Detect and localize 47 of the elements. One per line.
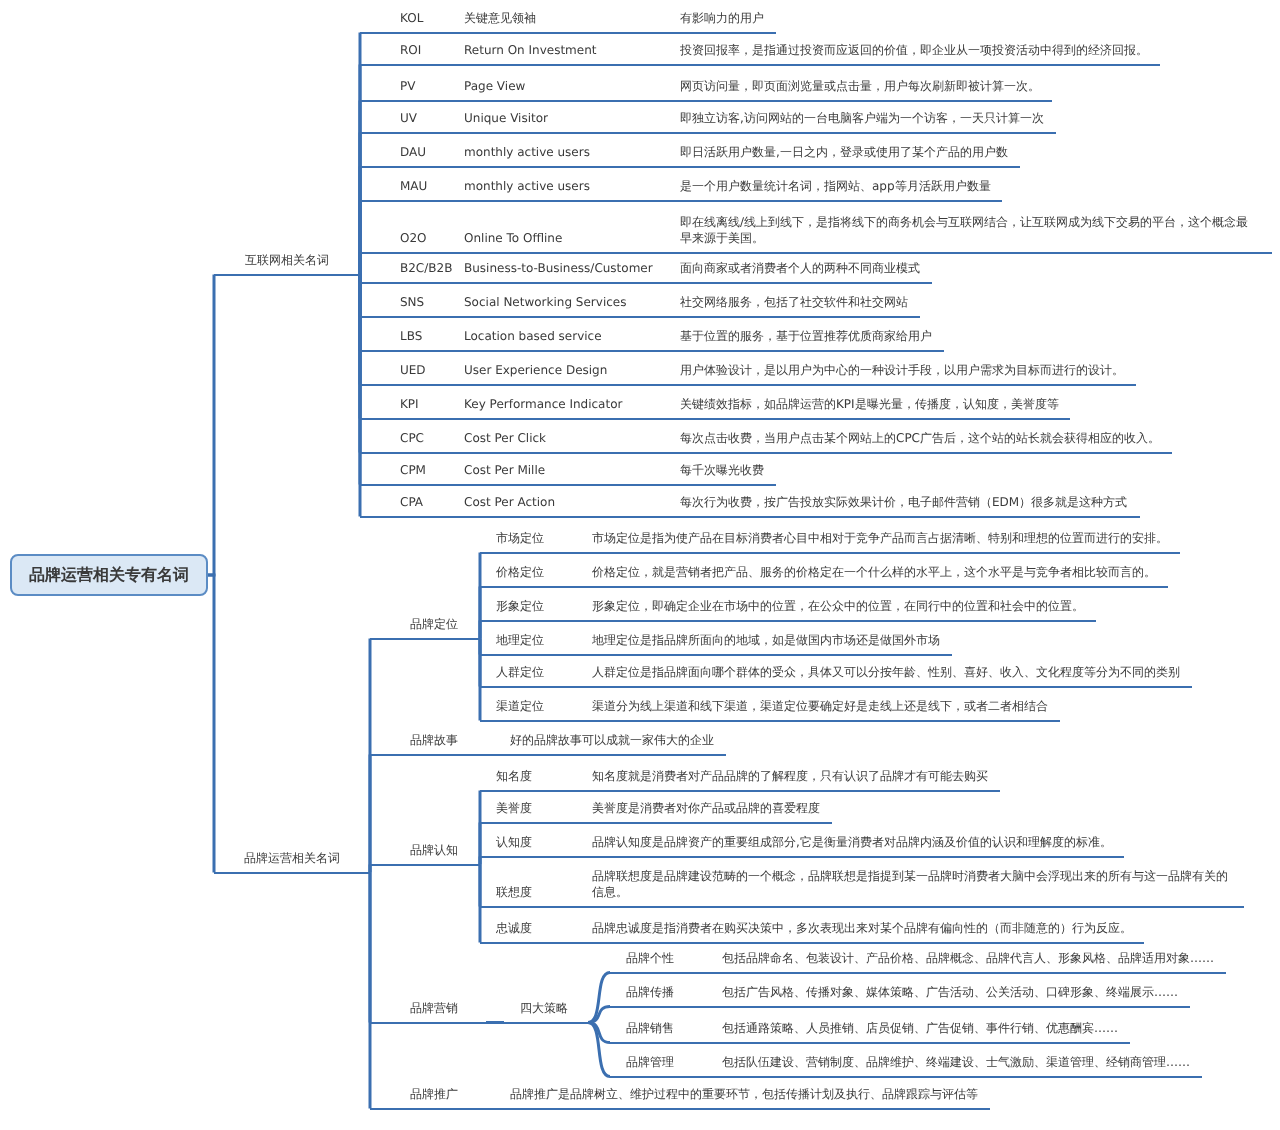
term-row — [360, 296, 920, 318]
connector-line — [208, 274, 216, 577]
term-row — [480, 566, 1168, 588]
term-row — [360, 146, 1020, 168]
connector-line — [368, 864, 372, 874]
term-row — [480, 922, 1144, 944]
connector-line — [478, 856, 482, 866]
term-row — [480, 770, 1000, 792]
term-row — [360, 80, 1052, 102]
term-row — [610, 986, 1190, 1008]
connector-line — [587, 1005, 611, 1024]
connector-line — [587, 1021, 611, 1078]
term-row — [480, 700, 1060, 722]
term-row — [480, 836, 1124, 858]
connector-line — [368, 871, 372, 1109]
connector-line — [208, 573, 216, 873]
term-row — [610, 1022, 1130, 1044]
connector-line — [486, 1021, 504, 1024]
term-row — [610, 952, 1226, 974]
term-row — [360, 262, 932, 284]
connector-line — [587, 1021, 611, 1044]
term-row — [360, 464, 776, 486]
term-row — [480, 666, 1192, 688]
term-row — [370, 734, 726, 756]
term-row — [480, 870, 1244, 908]
term-row — [360, 330, 944, 352]
term-row — [360, 44, 1160, 66]
term-row — [360, 364, 1136, 386]
connector-line — [478, 637, 482, 721]
term-row — [370, 1088, 990, 1110]
connector-line — [478, 620, 482, 640]
term-row — [480, 532, 1180, 554]
term-row — [360, 398, 1071, 420]
term-row — [360, 180, 1003, 202]
term-row — [360, 12, 776, 34]
root-topic-box: 品牌运营相关专有名词 — [10, 554, 208, 596]
term-row — [360, 432, 1172, 454]
term-row — [610, 1056, 1202, 1078]
term-row — [480, 600, 1096, 622]
term-row — [360, 112, 1056, 134]
connector-line — [587, 971, 611, 1024]
term-row — [360, 496, 1140, 518]
term-row — [480, 634, 952, 656]
connector-line — [478, 863, 482, 943]
connector-line — [358, 252, 362, 276]
term-row — [360, 216, 1272, 254]
term-row — [480, 802, 832, 824]
